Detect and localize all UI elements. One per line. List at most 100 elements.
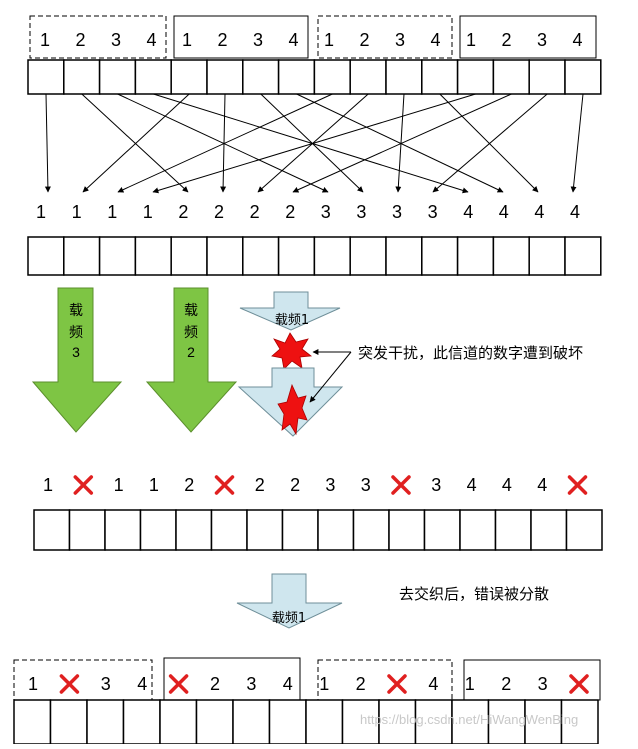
- received-digit-9: 3: [325, 475, 335, 495]
- interleaved-digit-6: 2: [214, 202, 224, 222]
- interleave-line-9: [117, 93, 333, 193]
- interleaved-digit-12: 3: [428, 202, 438, 222]
- source-cell-11: [385, 59, 423, 95]
- received-cell-5: [175, 509, 213, 551]
- received-digit-3: 1: [114, 475, 124, 495]
- source-cell-2: [63, 59, 101, 95]
- final-cell-13: [451, 699, 490, 745]
- source-cell-13: [456, 59, 495, 95]
- interleaved-cell-1: [27, 236, 65, 276]
- interleaved-digit-14: 4: [499, 202, 509, 222]
- interleaved-cell-3: [98, 236, 137, 276]
- top-digit-8: 4: [288, 30, 298, 50]
- source-cell-10: [349, 59, 387, 95]
- received-cell-16: [565, 509, 603, 551]
- top-digit-1: 1: [40, 30, 50, 50]
- received-cell-12: [423, 509, 461, 551]
- received-digit-4: 1: [149, 475, 159, 495]
- group-frame-3: [317, 15, 453, 59]
- interleaved-digit-13: 4: [463, 202, 473, 222]
- interleaved-digit-1: 1: [36, 202, 46, 222]
- interleave-line-13: [152, 93, 476, 194]
- carrier3-char-1: 载: [69, 303, 83, 319]
- interleaved-cell-row: [27, 236, 602, 276]
- top-digit-4: 4: [146, 30, 156, 50]
- final-digit-6: 2: [210, 674, 220, 694]
- interleaved-digit-5: 2: [178, 202, 188, 222]
- top-digit-3: 3: [111, 30, 121, 50]
- top-digit-11: 3: [395, 30, 405, 50]
- source-cell-6: [206, 59, 244, 95]
- interleaved-cell-10: [349, 236, 387, 276]
- final-digit-7: 3: [246, 674, 256, 694]
- interleaved-digit-10: 3: [356, 202, 366, 222]
- received-cell-9: [317, 509, 355, 551]
- received-digit-12: 3: [431, 475, 441, 495]
- interleave-line-15: [432, 93, 548, 193]
- source-cell-15: [528, 59, 566, 95]
- top-digit-15: 3: [537, 30, 547, 50]
- received-cell-13: [459, 509, 497, 551]
- received-digit-7: 2: [255, 475, 265, 495]
- source-cell-9: [313, 59, 351, 95]
- interleaved-cell-5: [170, 236, 208, 276]
- final-cell-10: [341, 699, 380, 745]
- received-cell-14: [494, 509, 532, 551]
- final-digit-13: 1: [465, 674, 475, 694]
- interleave-line-7: [260, 93, 364, 193]
- top-digit-6: 2: [217, 30, 227, 50]
- source-cell-14: [492, 59, 530, 95]
- interleaved-cell-9: [313, 236, 351, 276]
- final-cell-9: [305, 699, 344, 745]
- source-cell-8: [277, 59, 316, 95]
- final-digit-error-mark-16: [569, 674, 589, 694]
- top-digit-9: 1: [324, 30, 334, 50]
- carrier2-char-1: 载: [184, 303, 198, 319]
- top-digit-10: 2: [359, 30, 369, 50]
- received-cell-15: [530, 509, 568, 551]
- received-digit-14: 4: [502, 475, 512, 495]
- final-cell-3: [86, 699, 125, 745]
- interleaved-cell-7: [242, 236, 280, 276]
- carrier2-arrow: [145, 287, 238, 433]
- interleaved-digit-8: 2: [285, 202, 295, 222]
- interleaved-cell-14: [492, 236, 530, 276]
- received-digit-13: 4: [467, 475, 477, 495]
- source-cell-5: [170, 59, 208, 95]
- received-cell-3: [104, 509, 142, 551]
- final-digit-error-mark-5: [168, 674, 189, 694]
- final-digit-8: 4: [283, 674, 293, 694]
- source-cell-4: [134, 59, 172, 95]
- interleaved-digit-9: 3: [321, 202, 331, 222]
- burst-inside-arrow: [277, 383, 308, 436]
- received-digit-error-mark-6: [214, 475, 235, 495]
- group-frame-2: [173, 15, 309, 59]
- final-cell-2: [49, 699, 88, 745]
- group-frame-1: [29, 15, 167, 59]
- received-cell-7: [246, 509, 284, 551]
- interleave-line-16: [570, 93, 584, 193]
- final-group-frame-1: [13, 659, 153, 701]
- final-digit-14: 2: [501, 674, 511, 694]
- final-digit-1: 1: [28, 674, 38, 694]
- interleaved-cell-8: [277, 236, 316, 276]
- interleave-line-1: [44, 93, 51, 193]
- interleaved-digit-3: 1: [107, 202, 117, 222]
- interleave-line-14: [292, 93, 512, 193]
- final-digit-15: 3: [538, 674, 548, 694]
- received-digit-1: 1: [43, 475, 53, 495]
- carrier3-char-2: 频: [69, 325, 83, 341]
- burst-star: [271, 332, 313, 370]
- final-cell-16: [560, 699, 599, 745]
- interleave-line-8: [296, 93, 504, 193]
- received-digit-5: 2: [184, 475, 194, 495]
- received-digit-15: 4: [537, 475, 547, 495]
- source-cell-12: [421, 59, 459, 95]
- final-cell-8: [268, 699, 307, 745]
- deinterleave-carrier-label: 载频1: [272, 611, 306, 626]
- burst-pointer-lower: [309, 351, 352, 403]
- final-digit-3: 3: [101, 674, 111, 694]
- interleaved-cell-4: [134, 236, 172, 276]
- received-cell-2: [68, 509, 106, 551]
- carrier1-label: 载频1: [275, 313, 309, 328]
